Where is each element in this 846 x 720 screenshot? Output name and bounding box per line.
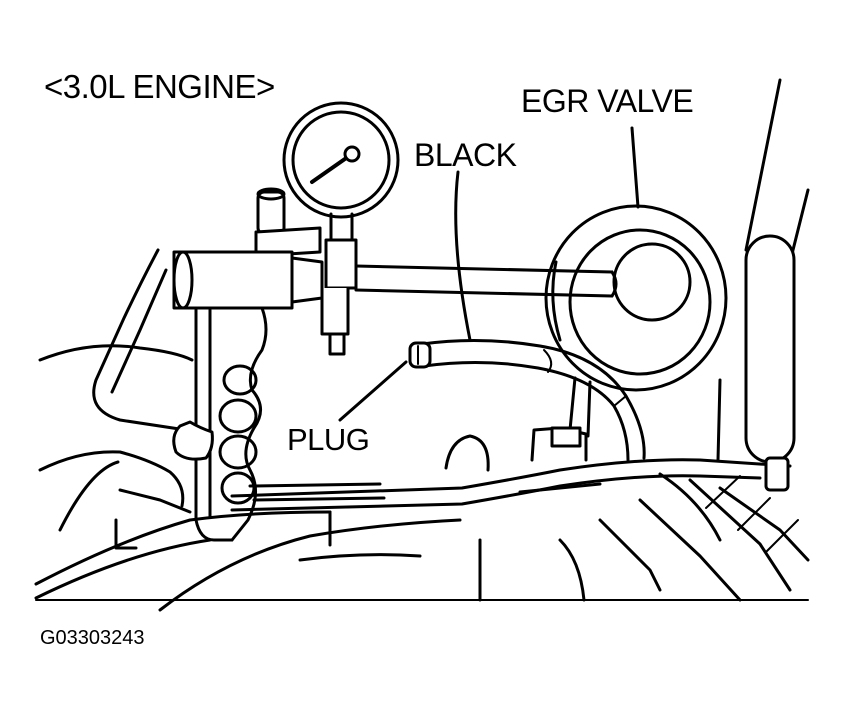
technician-hand xyxy=(38,344,214,532)
hand-vacuum-pump xyxy=(92,187,324,542)
egr-valve xyxy=(544,204,728,438)
figure-id-label: G03303243 xyxy=(40,627,145,649)
engine-bracket xyxy=(716,78,810,464)
black-leader-line xyxy=(454,170,472,342)
egr-valve-label: EGR VALVE xyxy=(521,83,694,119)
engine-body xyxy=(34,426,810,612)
black-hose-label: BLACK xyxy=(414,137,517,173)
plug-label: PLUG xyxy=(287,422,370,457)
gauge-hose xyxy=(354,264,618,298)
black-vacuum-hose xyxy=(420,338,646,462)
plug-leader-line xyxy=(338,360,408,422)
vacuum-gauge xyxy=(282,101,400,356)
engine-title-label: <3.0L ENGINE> xyxy=(44,68,275,105)
egr-valve-leader-line xyxy=(630,126,640,209)
hose-plug xyxy=(408,341,432,369)
